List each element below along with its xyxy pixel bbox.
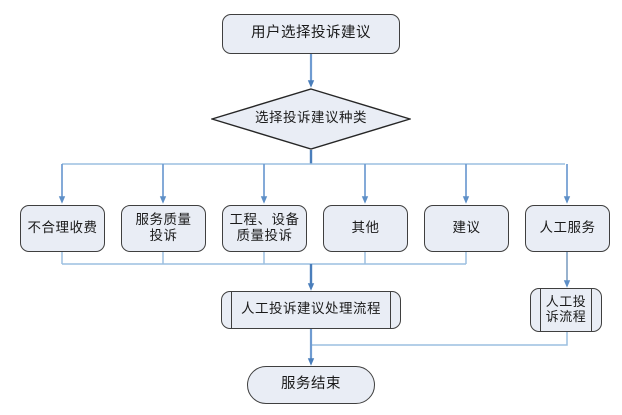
node-end-service-finished[interactable]: 服务结束 <box>247 366 375 404</box>
node-option-unreasonable-charges[interactable]: 不合理收费 <box>20 205 105 252</box>
node-option-4-label: 其他 <box>351 219 380 236</box>
node-end-label: 服务结束 <box>281 376 341 393</box>
node-start-user-selects-complaint[interactable]: 用户选择投诉建议 <box>222 14 400 54</box>
node-option-6-label: 人工服务 <box>539 219 596 236</box>
node-decision-label: 选择投诉建议种类 <box>255 110 367 127</box>
node-option-service-quality-complaint[interactable]: 服务质量 投诉 <box>121 205 206 252</box>
node-process-manual-complaint-handling[interactable]: 人工投诉建议处理流程 <box>221 291 401 329</box>
node-start-label: 用户选择投诉建议 <box>251 25 371 42</box>
node-option-other[interactable]: 其他 <box>323 205 408 252</box>
node-process-side-label: 人工投 诉流程 <box>545 294 587 325</box>
node-decision-complaint-category[interactable]: 选择投诉建议种类 <box>211 88 411 150</box>
diamond-shape <box>211 88 411 150</box>
node-option-engineering-equipment-quality-complaint[interactable]: 工程、设备 质量投诉 <box>222 205 307 252</box>
edge-process-side-to-end <box>311 332 568 346</box>
node-option-manual-service[interactable]: 人工服务 <box>525 205 610 252</box>
node-process-manual-complaint-flow[interactable]: 人工投 诉流程 <box>530 288 602 332</box>
node-option-3-label: 工程、设备 质量投诉 <box>229 211 300 244</box>
node-option-5-label: 建议 <box>452 219 481 236</box>
node-process-main-label: 人工投诉建议处理流程 <box>241 301 381 318</box>
node-option-2-label: 服务质量 投诉 <box>135 211 192 244</box>
node-option-1-label: 不合理收费 <box>27 219 98 236</box>
node-option-suggestion[interactable]: 建议 <box>424 205 509 252</box>
